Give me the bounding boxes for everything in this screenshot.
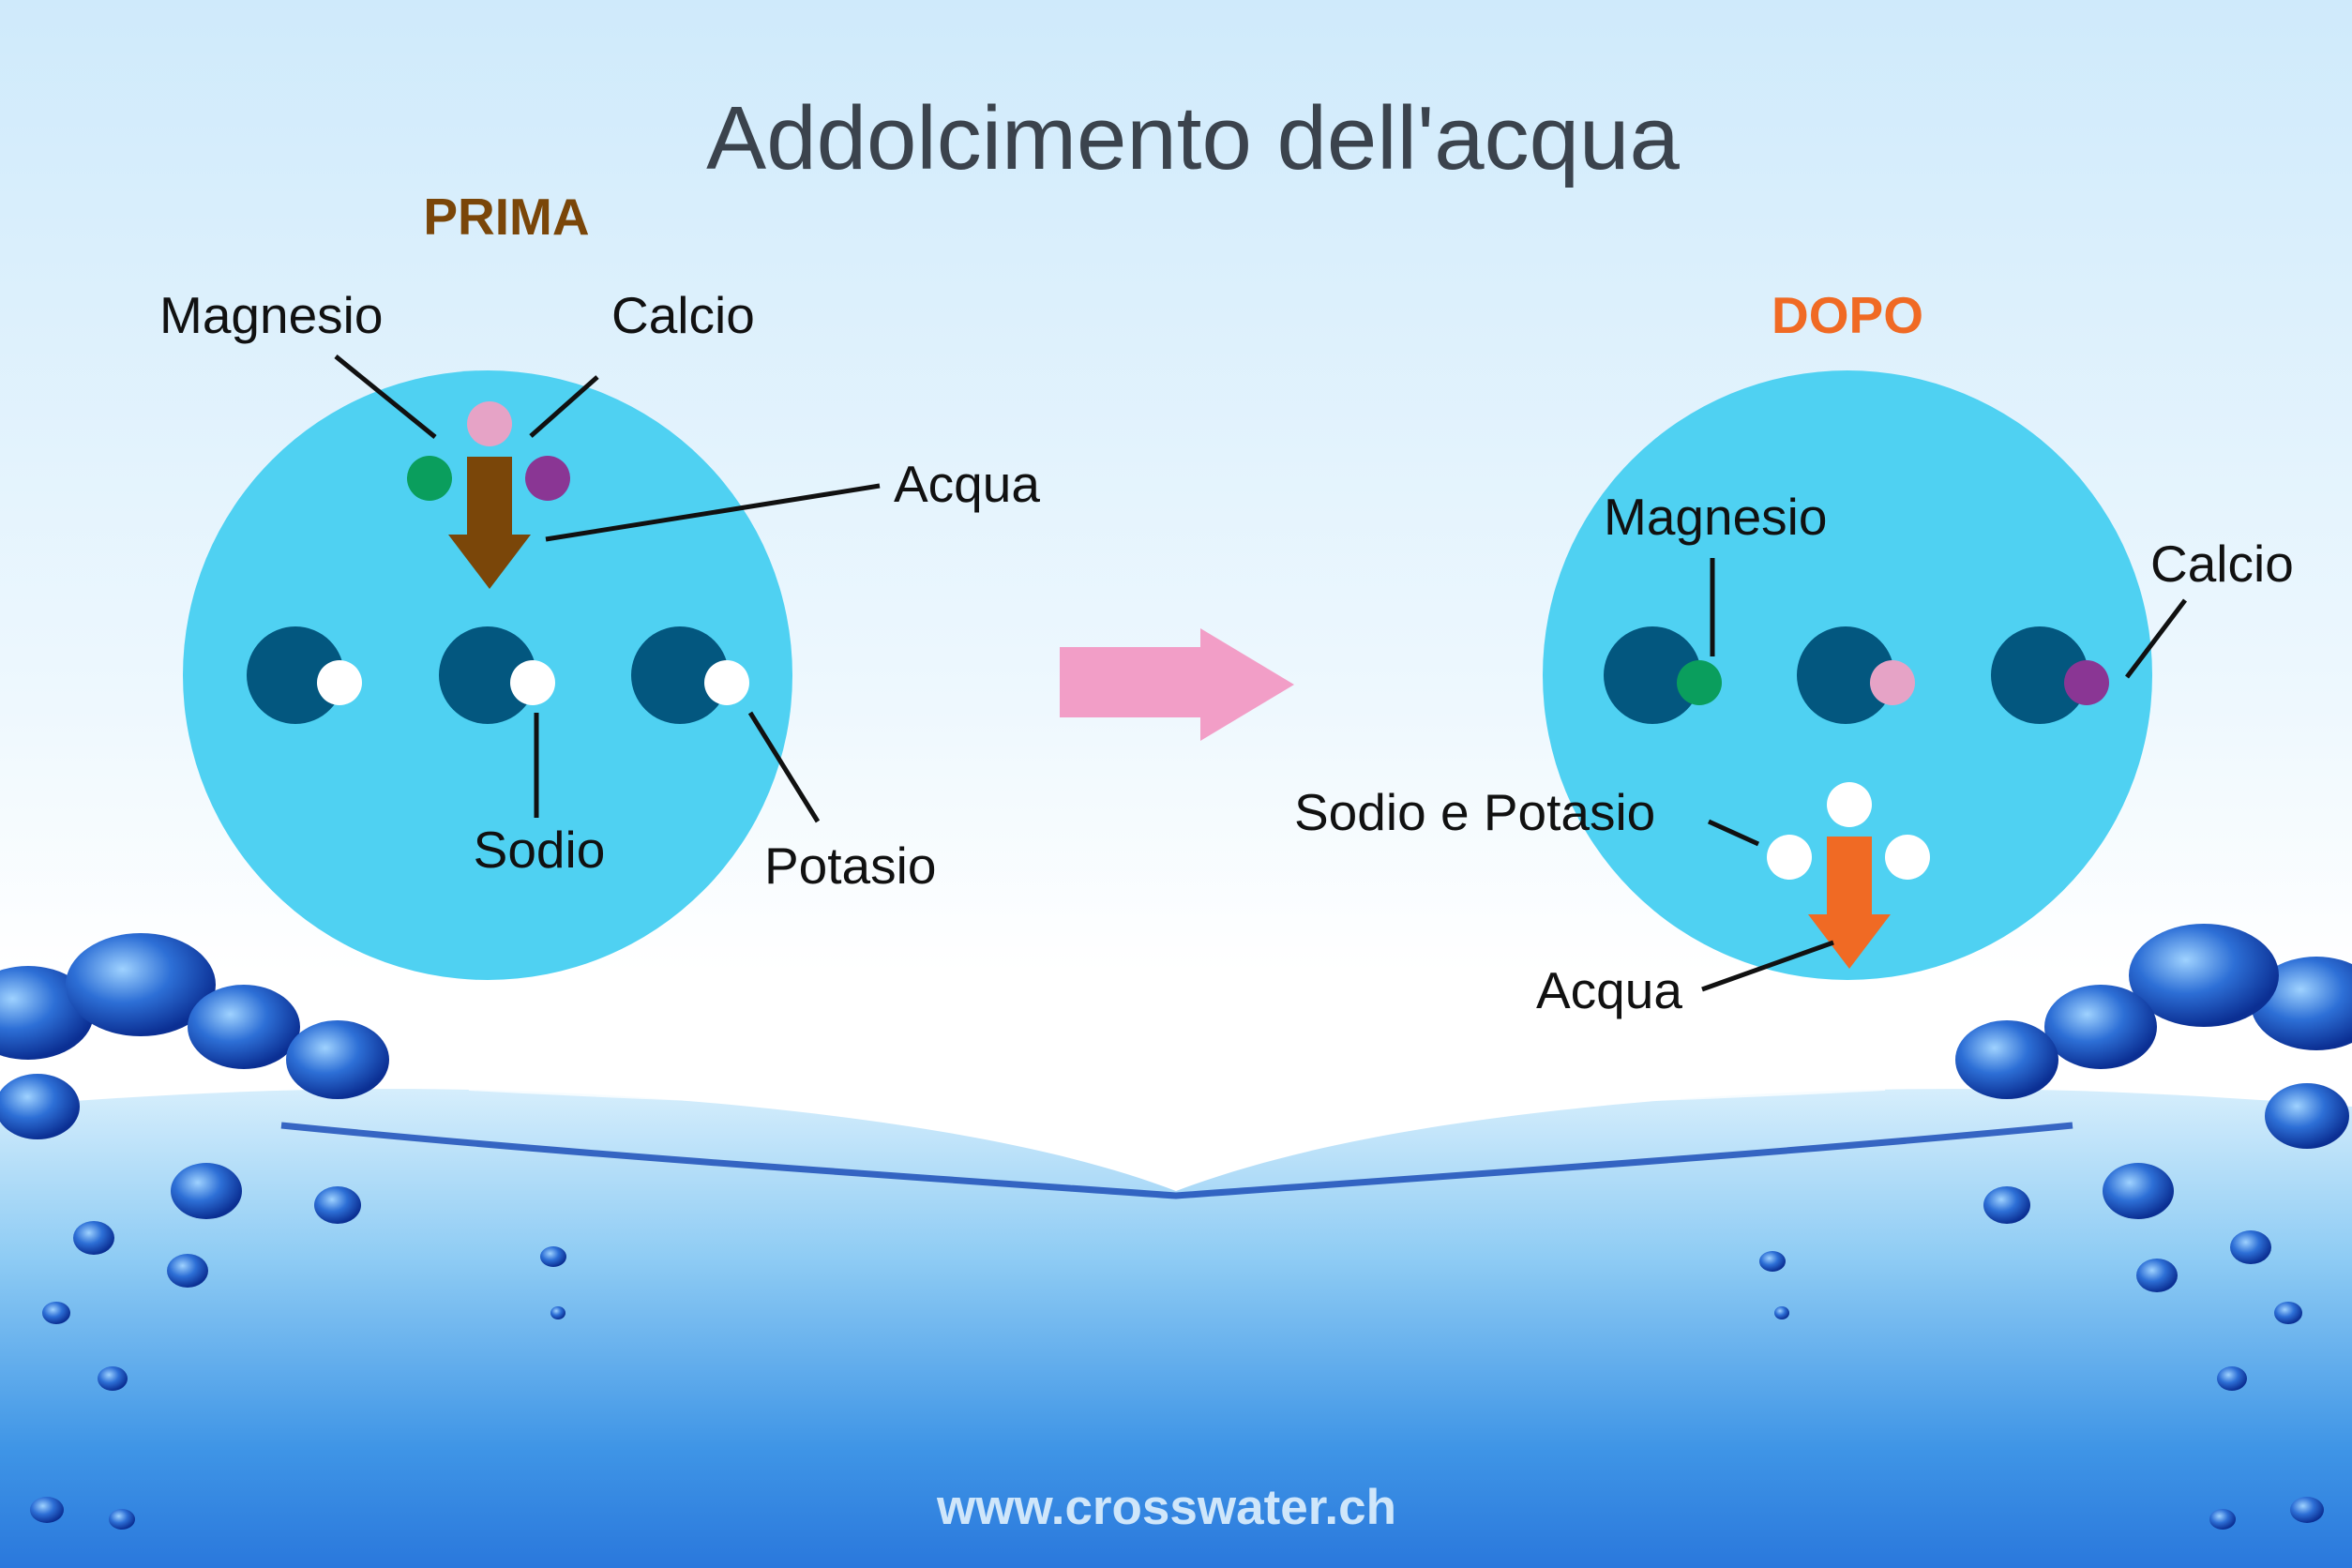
released-ion-top <box>1827 782 1872 827</box>
acqua-label-after: Acqua <box>1536 961 1682 1019</box>
resin-site-after-1 <box>1604 626 1701 724</box>
calcio-ion-after-purple <box>2064 660 2109 705</box>
water-flow-arrow-after <box>1808 837 1891 969</box>
resin-site-2 <box>439 626 536 724</box>
calcio-ion-pink <box>467 401 512 446</box>
page-title: Addolcimento dell'acqua <box>706 88 1680 188</box>
calcio-leader-before <box>529 375 599 438</box>
magnesio-ion-after <box>1677 660 1722 705</box>
acqua-leader-before <box>545 483 881 542</box>
magnesio-leader-before <box>334 354 437 439</box>
prima-heading: PRIMA <box>423 188 589 246</box>
resin-site-1 <box>247 626 344 724</box>
magnesio-ion <box>407 456 452 501</box>
acqua-label-before: Acqua <box>894 455 1040 513</box>
calcio-leader-after <box>2125 598 2187 679</box>
acqua-leader-after <box>1701 940 1834 992</box>
magnesio-label-before: Magnesio <box>159 286 383 344</box>
sodio-potasio-leader <box>1707 819 1760 847</box>
bubbles-left <box>0 933 566 1530</box>
sodio-potasio-label: Sodio e Potasio <box>1294 783 1655 841</box>
sodio-ion-2 <box>510 660 555 705</box>
water-waveline <box>280 1122 2073 1199</box>
potasio-label: Potasio <box>764 837 936 895</box>
resin-site-after-3 <box>1991 626 2088 724</box>
water-surface <box>0 1089 2352 1568</box>
bubbles-right <box>1759 924 2352 1530</box>
dopo-heading: DOPO <box>1772 286 1923 344</box>
magnesio-label-after: Magnesio <box>1604 488 1827 546</box>
sodio-label: Sodio <box>474 821 606 879</box>
released-ion-left <box>1767 835 1812 880</box>
before-panel: PRIMA Magnesio Calcio Acqua Sodio Potasi… <box>159 188 1040 980</box>
calcio-ion-after-pink <box>1870 660 1915 705</box>
resin-site-3 <box>631 626 729 724</box>
website-url: www.crosswater.ch <box>936 1480 1396 1535</box>
calcio-label-after: Calcio <box>2150 535 2294 593</box>
calcio-ion-purple <box>525 456 570 501</box>
released-ion-right <box>1885 835 1930 880</box>
water-flow-arrow-before <box>448 457 531 589</box>
potasio-ion <box>704 660 749 705</box>
potasio-leader <box>747 711 821 823</box>
sodio-ion-1 <box>317 660 362 705</box>
water-highlight <box>468 1056 1886 1104</box>
transition-arrow <box>1060 628 1294 741</box>
calcio-label-before: Calcio <box>611 286 755 344</box>
after-panel: DOPO Magnesio Calcio Sodio e Potasio Acq… <box>1294 286 2294 1019</box>
resin-site-after-2 <box>1797 626 1894 724</box>
